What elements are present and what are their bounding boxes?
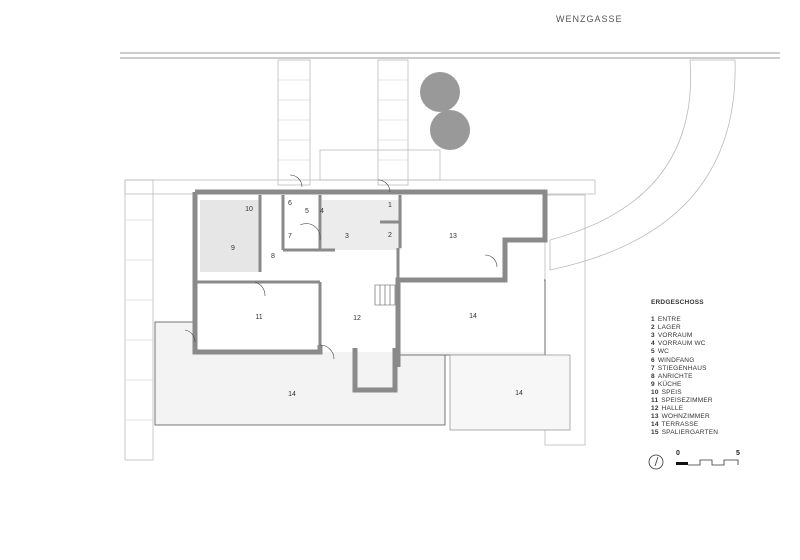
legend-room-name: WOHNZIMMER [661,413,710,421]
legend-number: 1 [651,316,655,324]
legend-number: 12 [651,405,659,413]
legend-number: 3 [651,332,655,340]
legend-number: 13 [651,413,659,421]
kitchen-floor [200,200,260,272]
svg-text:14: 14 [288,391,296,398]
plan-title: ERDGESCHOSS [651,299,704,306]
svg-text:9: 9 [231,245,235,252]
scale-start: 0 [676,450,680,457]
svg-text:6: 6 [288,200,292,207]
svg-text:14: 14 [469,313,477,320]
svg-text:1: 1 [388,202,392,209]
legend-number: 8 [651,372,655,380]
legend-room-name: WC [657,348,670,356]
svg-text:8: 8 [271,253,275,260]
vorraum-floor [322,200,402,250]
stone-paving [124,59,736,461]
legend-number: 7 [651,364,655,372]
legend-room-name: HALLE [661,405,684,413]
legend-number: 2 [651,324,655,332]
legend-room-name: VORRAUM WC [657,340,706,348]
svg-text:13: 13 [449,233,457,240]
legend-room-name: WINDFANG [657,356,695,364]
legend-room-name: TERRASSE [661,421,699,429]
room-labels: 1 2 3 4 5 6 7 8 9 10 11 12 13 14 14 14 [231,200,523,398]
legend-room-name: LAGER [657,324,681,332]
street-name: WENZGASSE [556,14,623,24]
legend-room-name: ANRICHTE [657,372,693,380]
scale-end: 5 [736,450,740,457]
legend-room-name: ENTRE [657,316,681,324]
legend-room-name: STIEGENHAUS [657,364,707,372]
legend-number: 9 [651,380,655,388]
legend-number: 14 [651,421,659,429]
legend-room-name: KÜCHE [657,380,682,388]
legend-number: 15 [651,429,659,437]
svg-text:10: 10 [245,206,253,213]
svg-text:7: 7 [288,233,292,240]
street-edge [120,52,780,59]
legend-room-name: SPEIS [661,388,682,396]
stone-pattern [125,79,408,421]
legend-number: 10 [651,388,659,396]
staircase [299,223,396,306]
legend-number: 11 [651,397,659,405]
legend-number: 6 [651,356,655,364]
door-swings [184,174,498,360]
scale-bar [676,459,739,466]
svg-text:3: 3 [345,233,349,240]
legend-number: 4 [651,340,655,348]
legend-room-name: VORRAUM [657,332,693,340]
svg-text:2: 2 [388,232,392,239]
north-arrow-icon [648,454,664,470]
svg-text:4: 4 [320,208,324,215]
svg-text:11: 11 [255,314,262,321]
legend-room-name: SPALIERGARTEN [661,429,719,437]
legend-room-name: SPEISEZIMMER [661,397,713,405]
legend-number: 5 [651,348,655,356]
svg-text:5: 5 [305,208,309,215]
svg-text:14: 14 [515,390,523,397]
svg-text:12: 12 [353,315,361,322]
interior-walls [195,195,402,345]
